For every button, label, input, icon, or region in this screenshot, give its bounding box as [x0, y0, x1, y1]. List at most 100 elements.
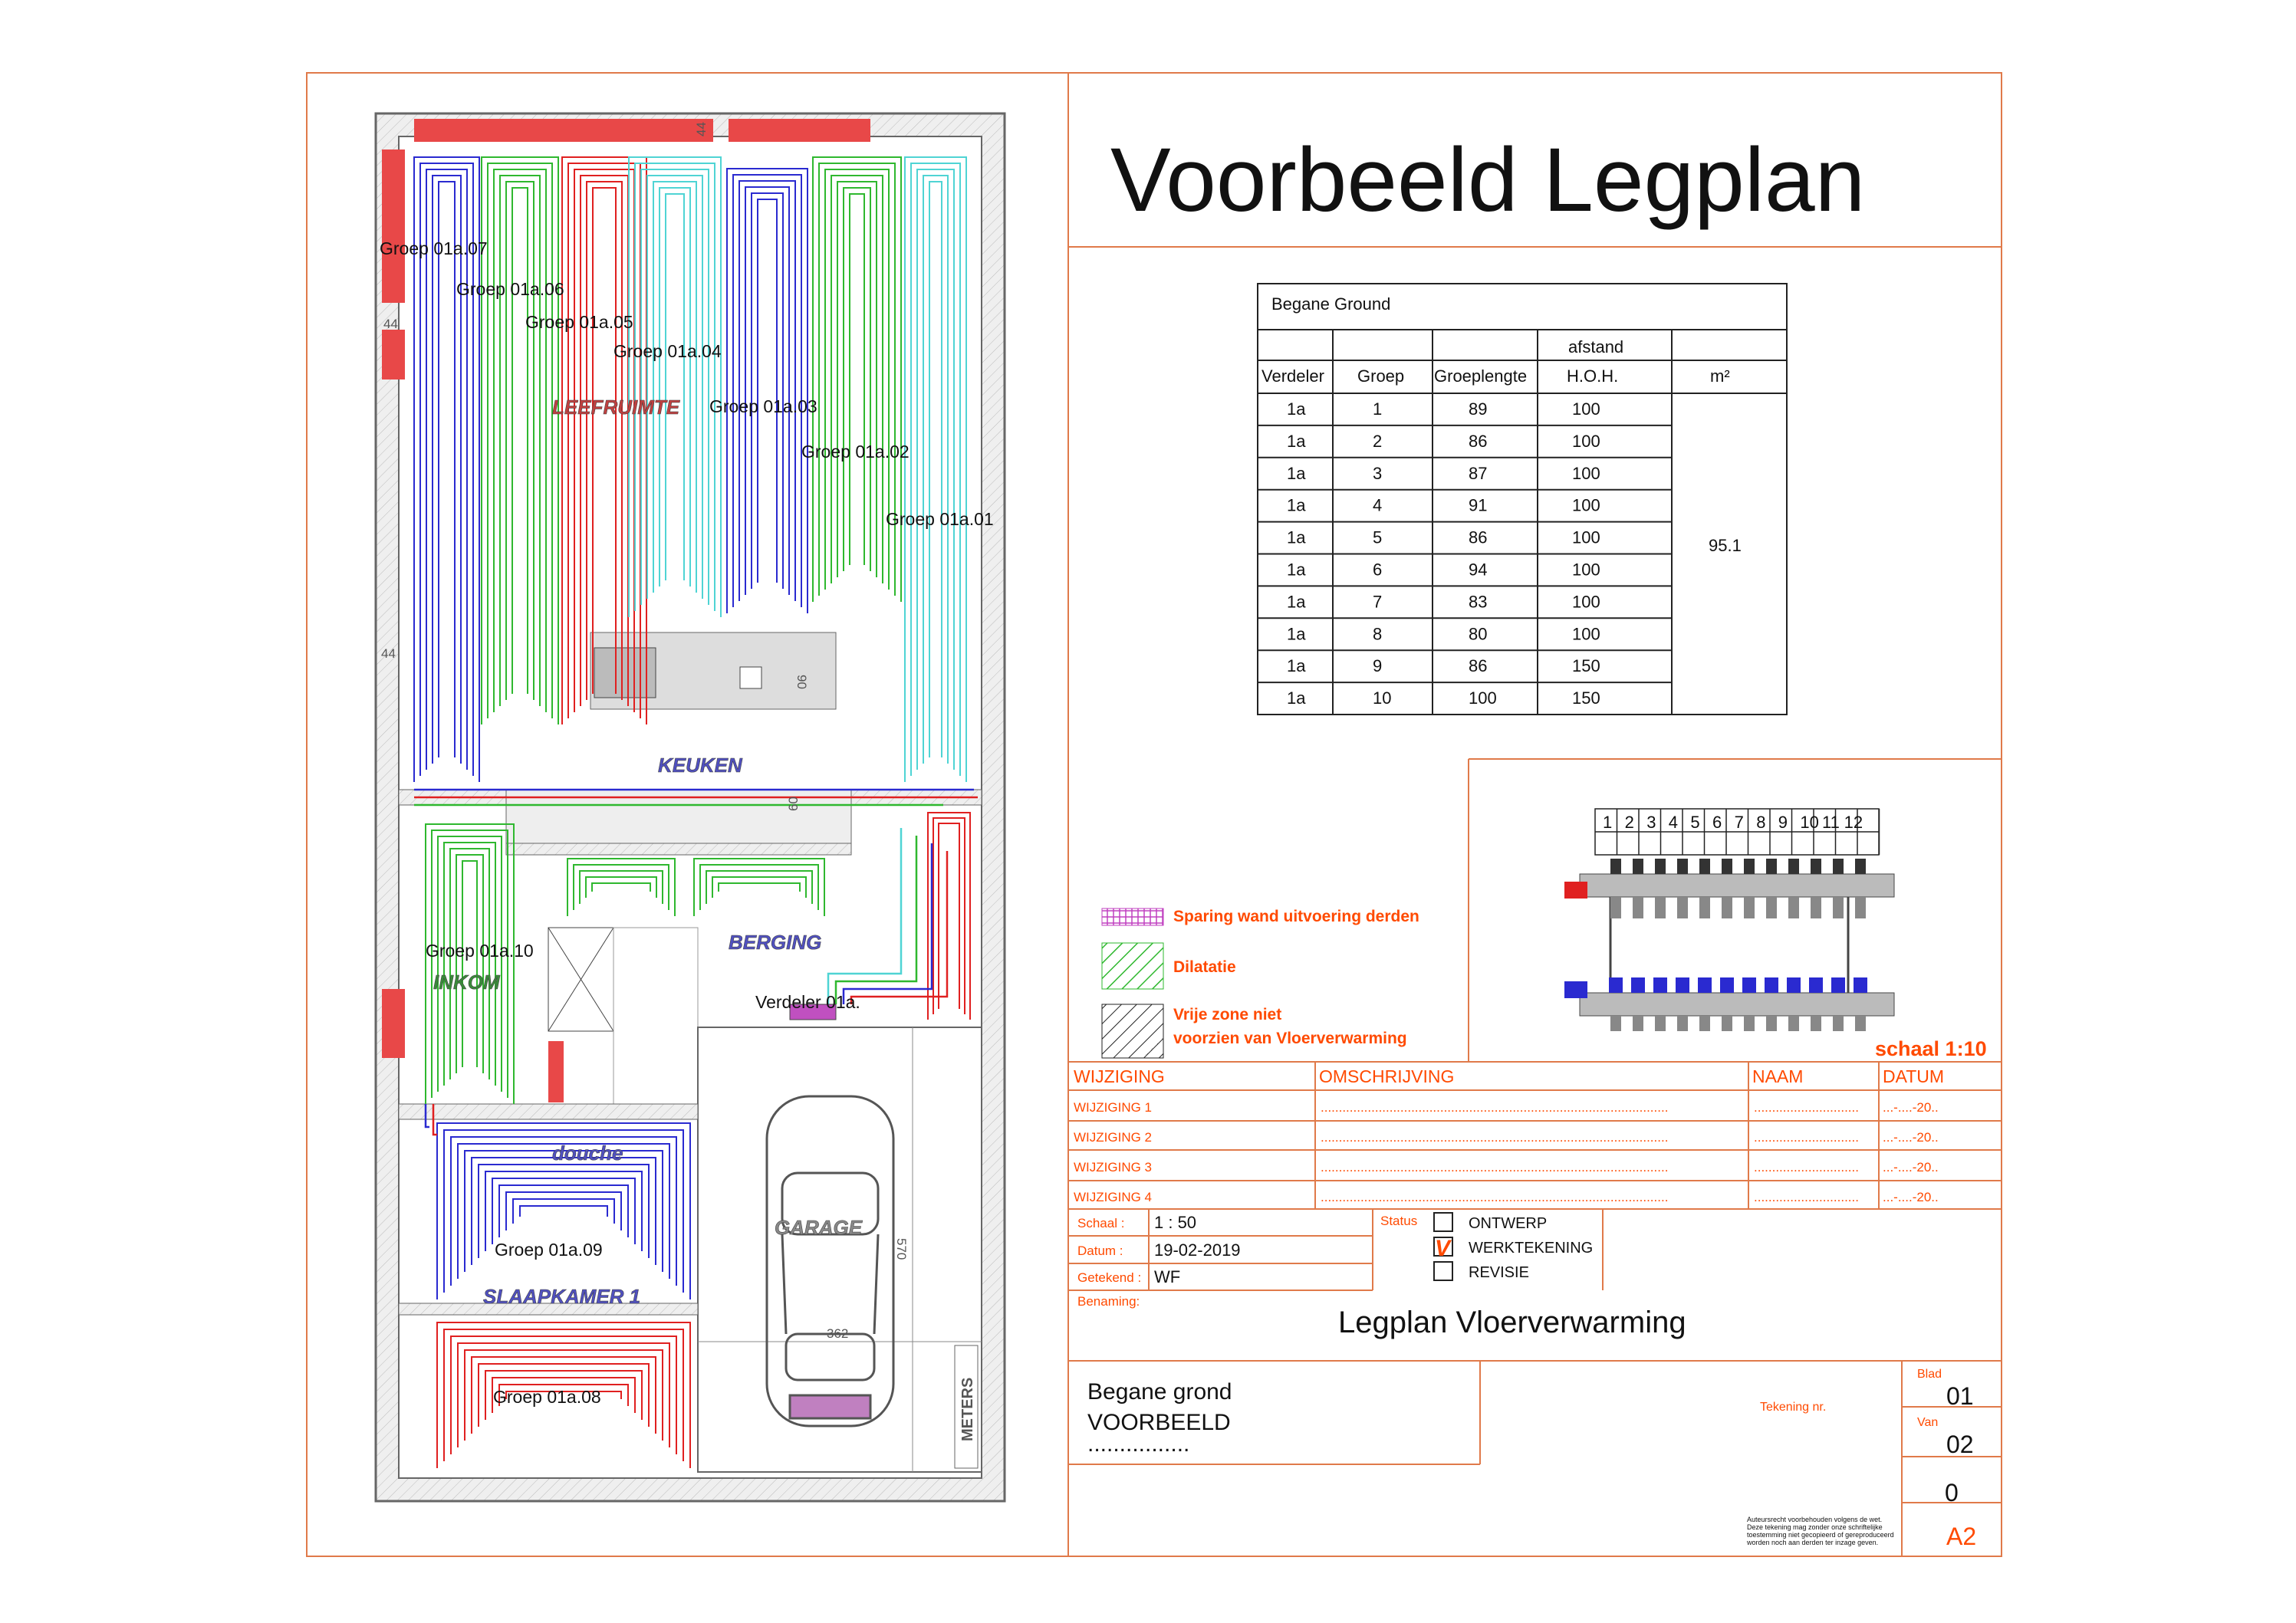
valve-blue [1809, 977, 1823, 993]
valve-top [1855, 859, 1866, 874]
valve-stem [1722, 897, 1732, 918]
info-block: Schaal : 1 : 50 Datum : 19-02-2019 Getek… [1077, 1212, 1686, 1339]
table-cell: 7 [1373, 592, 1382, 611]
valve-bottom [1722, 1016, 1732, 1031]
stair-cross [548, 927, 614, 1032]
tb-line3: ................ [1087, 1431, 1189, 1457]
group-label: Groep 01a.01 [886, 509, 994, 529]
table-cell: 87 [1469, 464, 1487, 483]
group-label: Groep 01a.05 [525, 312, 633, 332]
room-label-berging: BERGING [729, 931, 821, 954]
table-cell: 1a [1287, 592, 1306, 611]
rev-header: OMSCHRIJVING [1319, 1066, 1454, 1086]
benaming-label: Benaming: [1077, 1294, 1140, 1309]
manifold-number: 10 [1800, 813, 1818, 832]
table-cell: 1a [1287, 656, 1306, 675]
heating-loop [425, 823, 515, 1104]
blad-label: Blad [1917, 1368, 1942, 1381]
status-ontwerp: ONTWERP [1469, 1215, 1547, 1232]
revision-headers: WIJZIGING OMSCHRIJVING NAAM DATUM [1074, 1066, 1944, 1086]
group-label: Groep 01a.09 [495, 1240, 603, 1260]
manifold-number: 7 [1735, 813, 1744, 832]
legend-vrije-zone-label: Vrije zone niet [1173, 1006, 1281, 1023]
revision-cell: ...-....-20.. [1883, 1130, 1939, 1145]
valve-bottom [1811, 1016, 1821, 1031]
valve-stem [1633, 897, 1643, 918]
status-revisie: REVISIE [1469, 1264, 1529, 1281]
col-m2: m² [1710, 366, 1730, 386]
table-area: 95.1 [1709, 536, 1742, 555]
valve-stem [1699, 897, 1710, 918]
table-cell: 100 [1572, 560, 1600, 580]
dimension-label: 60 [786, 797, 801, 811]
dimension-label: 44 [694, 122, 709, 136]
room-label-douche: douche [552, 1142, 623, 1165]
legend-dilatatie-label: Dilatatie [1173, 958, 1236, 976]
heating-loop [413, 156, 480, 782]
revision-cell: ............................. [1754, 1130, 1859, 1145]
valve-top [1655, 859, 1666, 874]
valve-top [1811, 859, 1821, 874]
table-cell: 86 [1469, 432, 1487, 451]
group-labels: Groep 01a.07 Groep 01a.06 Groep 01a.05 G… [380, 238, 994, 1407]
manifold-number: 2 [1625, 813, 1634, 832]
schaal-label: Schaal : [1077, 1216, 1124, 1230]
sheet-border [306, 72, 2002, 1557]
tb-line1: Begane grond [1087, 1379, 1232, 1405]
table-cell: 83 [1469, 592, 1487, 611]
blad-value: 01 [1946, 1382, 1974, 1410]
valve-stem [1788, 897, 1799, 918]
valve-blue [1609, 977, 1623, 993]
table-cell: 2 [1373, 432, 1382, 451]
legend: Sparing wand uitvoering derden Dilatatie… [1101, 908, 1419, 1059]
group-label: Groep 01a.03 [709, 396, 817, 416]
valve-top [1722, 859, 1732, 874]
valve-blue [1854, 977, 1867, 993]
manifold-number: 9 [1778, 813, 1788, 832]
table-cell: 4 [1373, 496, 1382, 515]
heating-loop [481, 156, 559, 724]
tekening-label: Tekening nr. [1760, 1401, 1826, 1414]
van-label: Van [1917, 1416, 1938, 1429]
manifold-number: 3 [1646, 813, 1656, 832]
table-cell: 91 [1469, 496, 1487, 515]
valve-bottom [1744, 1016, 1755, 1031]
revision-rows: WIJZIGING 1.............................… [1074, 1100, 1939, 1204]
disclaimer-line: Deze tekening mag zonder onze schrifteli… [1747, 1523, 1883, 1531]
valve-bottom [1766, 1016, 1777, 1031]
tb-line2: VOORBEELD [1087, 1410, 1231, 1435]
status-checkbox-ontwerp [1433, 1212, 1453, 1232]
valve-stem [1655, 897, 1666, 918]
valve-bottom [1855, 1016, 1866, 1031]
heating-loop [904, 156, 967, 782]
valve-top [1833, 859, 1844, 874]
manifold-scale: schaal 1:10 [1875, 1037, 1987, 1060]
disclaimer: Auteursrecht voorbehouden volgens de wet… [1746, 1516, 1894, 1546]
revision-cell: ............................. [1754, 1160, 1859, 1175]
valve-blue [1742, 977, 1756, 993]
revision-cell: ........................................… [1321, 1190, 1668, 1204]
valve-stem [1677, 897, 1688, 918]
group-label: Groep 01a.06 [456, 279, 564, 299]
room-label-leefruimte: LEEFRUIMTE [552, 396, 680, 419]
valve-bottom [1699, 1016, 1710, 1031]
table-cell: 5 [1373, 528, 1382, 547]
legend-sparing-swatch [1101, 908, 1164, 926]
dimension-label: 570 [894, 1238, 909, 1260]
dimension-label: 44 [383, 317, 398, 331]
car [765, 1095, 895, 1428]
valve-blue [1631, 977, 1645, 993]
valve-bottom [1677, 1016, 1688, 1031]
manifold-number: 6 [1712, 813, 1722, 832]
col-verdeler: Verdeler [1261, 366, 1324, 386]
drawing-name: Legplan Vloerverwarming [1338, 1306, 1686, 1339]
datum-label: Datum : [1077, 1244, 1123, 1258]
table-cell: 9 [1373, 656, 1382, 675]
verdeler-label: Verdeler 01a. [755, 992, 860, 1012]
disclaimer-line: worden noch aan derden ter inzage geven. [1746, 1539, 1878, 1546]
meters-label: METERS [959, 1378, 976, 1441]
heating-loop [927, 812, 971, 1020]
table-cell: 1a [1287, 688, 1306, 708]
revision-cell: ...-....-20.. [1883, 1190, 1939, 1204]
